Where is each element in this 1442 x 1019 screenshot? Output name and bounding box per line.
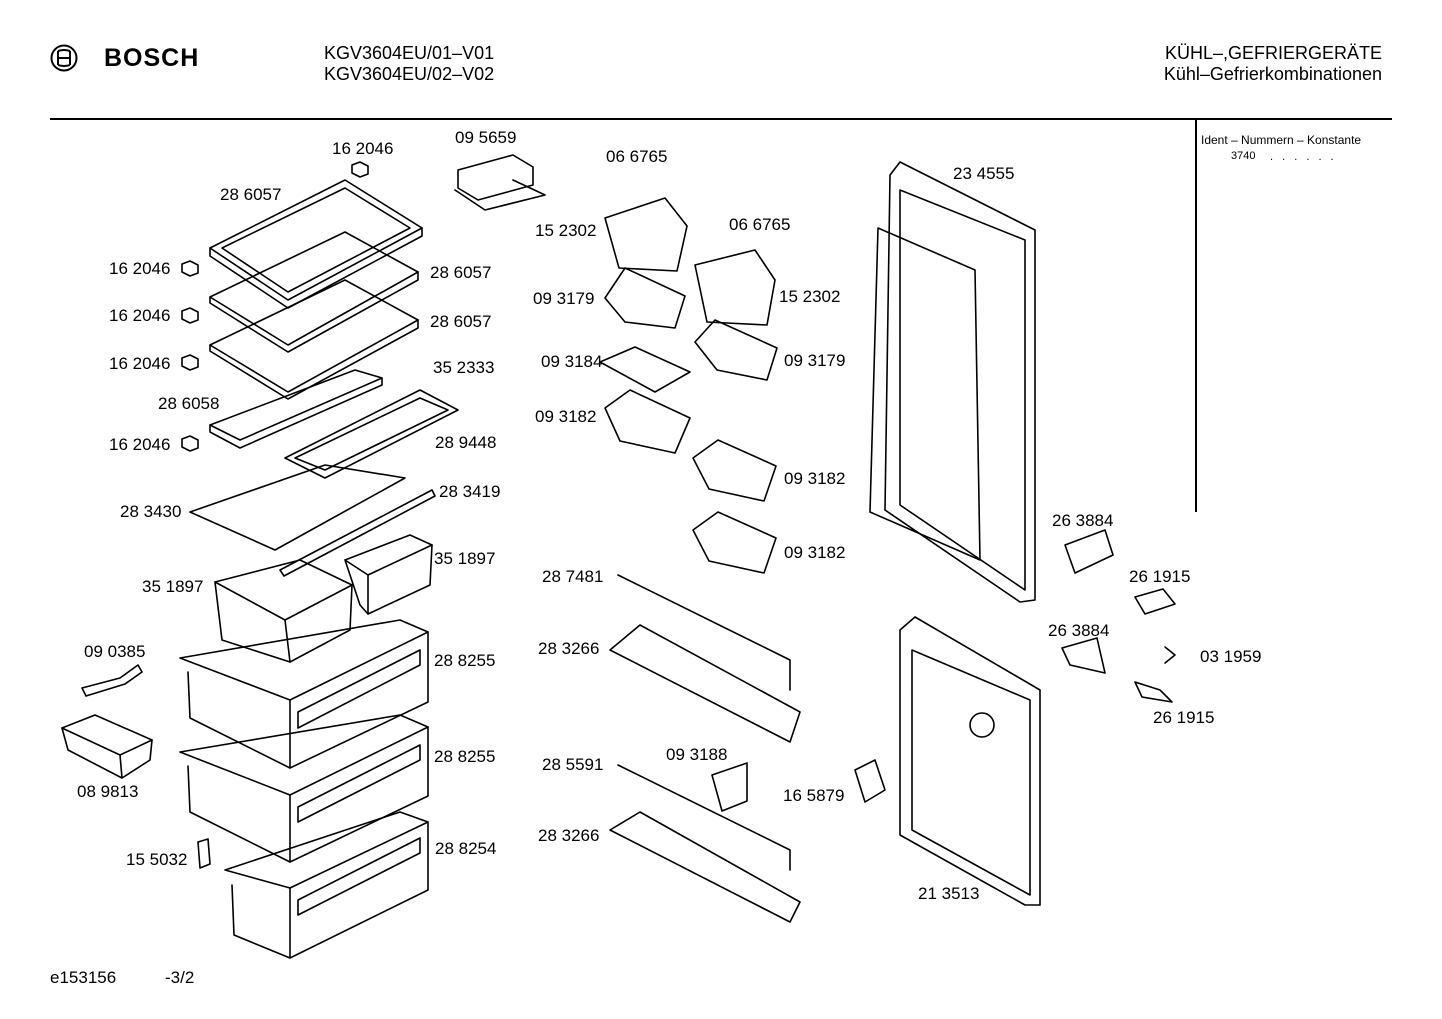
part-label: 15 2302	[535, 221, 597, 240]
part-label: 09 3184	[541, 352, 603, 371]
part-label: 06 6765	[606, 147, 668, 166]
butter-tray-drawing	[454, 179, 546, 211]
part-label: 26 3884	[1052, 511, 1114, 530]
fridge-door-drawing	[869, 161, 1036, 603]
page-indicator: -3/2	[165, 968, 195, 987]
part-label: 08 9813	[77, 782, 139, 801]
clip-icons	[181, 161, 369, 452]
part-label: 16 2046	[109, 435, 171, 454]
crisper-drawer-3	[224, 811, 429, 959]
part-label: 03 1959	[1200, 647, 1262, 666]
butter-box-drawing	[457, 154, 534, 201]
part-label: 26 1915	[1153, 708, 1215, 727]
glass-plate	[189, 464, 406, 551]
ident-dots: . . . . . .	[1270, 151, 1337, 163]
part-label: 28 8255	[434, 747, 496, 766]
part-label: 26 3884	[1048, 621, 1110, 640]
part-label: 23 4555	[953, 164, 1015, 183]
part-label: 16 2046	[109, 354, 171, 373]
part-label: 09 3188	[666, 745, 728, 764]
part-label: 28 9448	[435, 433, 497, 452]
model-line-2: KGV3604EU/02–V02	[324, 64, 495, 84]
part-label: 09 0385	[84, 642, 146, 661]
part-label: 28 3266	[538, 826, 600, 845]
part-label: 28 5591	[542, 755, 604, 774]
part-label: 28 6057	[220, 185, 282, 204]
part-label: 28 3430	[120, 502, 182, 521]
part-label: 28 6058	[158, 394, 220, 413]
hinge-clip-drawing	[197, 838, 211, 869]
part-label: 35 1897	[434, 549, 496, 568]
part-label: 16 2046	[109, 306, 171, 325]
shelf-frame	[284, 389, 459, 479]
figure-id: e153156	[50, 968, 117, 987]
part-label: 35 1897	[142, 577, 204, 596]
part-label: 16 2046	[332, 139, 394, 158]
small-drawer-right	[344, 534, 433, 615]
glass-shelf-3	[209, 279, 419, 400]
ice-tray-drawing	[61, 714, 153, 779]
part-label: 28 6057	[430, 312, 492, 331]
door-boxes-drawing	[599, 197, 778, 574]
door-racks-drawing	[609, 574, 801, 923]
model-line-1: KGV3604EU/01–V01	[324, 43, 495, 63]
part-label: 09 5659	[455, 128, 517, 147]
part-label: 09 3179	[533, 289, 595, 308]
part-label: 15 2302	[779, 287, 841, 306]
part-label: 26 1915	[1129, 567, 1191, 586]
header-divider	[50, 118, 1392, 120]
part-label: 09 3182	[535, 407, 597, 426]
scraper-drawing	[81, 664, 143, 697]
part-label: 06 6765	[729, 215, 791, 234]
part-label: 09 3179	[784, 351, 846, 370]
ident-label: Ident – Nummern – Konstante	[1201, 133, 1362, 147]
freezer-door-drawing	[854, 616, 1041, 906]
part-label: 28 3419	[439, 482, 501, 501]
crisper-drawer-2	[179, 714, 429, 863]
category-line-1: KÜHL–,GEFRIERGERÄTE	[1164, 43, 1382, 63]
part-label: 16 5879	[783, 786, 845, 805]
part-label: 16 2046	[109, 259, 171, 278]
bosch-logo-icon	[50, 44, 78, 72]
brand-name: BOSCH	[104, 44, 200, 72]
part-label: 09 3182	[784, 543, 846, 562]
part-label: 28 7481	[542, 567, 604, 586]
glass-shelf-2	[209, 231, 419, 353]
trim-strip	[279, 489, 436, 577]
category-line-2: Kühl–Gefrierkombinationen	[1163, 64, 1382, 84]
part-label: 15 5032	[126, 850, 188, 869]
part-label: 28 8254	[435, 839, 497, 858]
part-label: 28 6057	[430, 263, 492, 282]
ident-value: 3740	[1231, 150, 1256, 162]
part-label: 09 3182	[784, 469, 846, 488]
part-label: 35 2333	[433, 358, 495, 377]
hinge-parts-drawing	[1061, 529, 1176, 703]
part-label: 28 3266	[538, 639, 600, 658]
part-label: 28 8255	[434, 651, 496, 670]
ident-divider	[1195, 120, 1197, 512]
part-label: 21 3513	[918, 884, 980, 903]
half-shelf	[209, 369, 383, 449]
small-drawer-left	[214, 559, 353, 663]
